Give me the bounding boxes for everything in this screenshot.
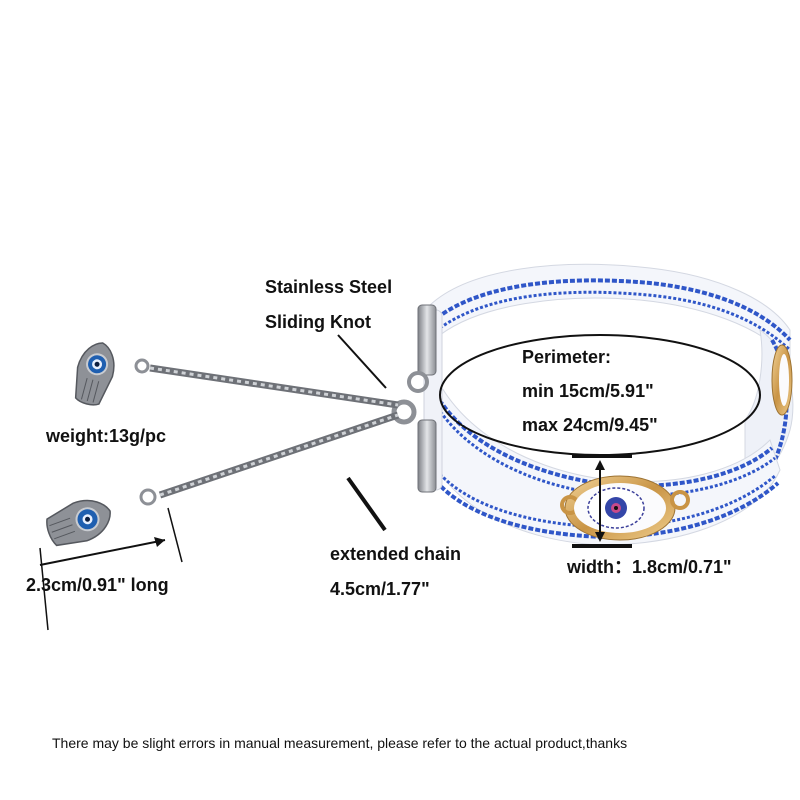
band-back [429,263,791,362]
hamsa-charm-lower [46,499,111,547]
chain-lower-highlight [159,413,399,497]
perimeter-title: Perimeter: [522,347,612,367]
chain-pointer [346,476,387,532]
disclaimer-text: There may be slight errors in manual mea… [52,735,628,751]
perimeter-min: min 15cm/5.91" [522,381,654,401]
evil-eye-connector [560,475,690,541]
charm-measure-tick-right [167,507,183,563]
knot-pointer [337,334,387,389]
knot-label-line1: Stainless Steel [265,277,393,297]
knot-ring-top [407,371,429,393]
knot-label-line2: Sliding Knot [265,312,371,332]
charm-length-label: 2.3cm/0.91" long [26,575,169,595]
annotations [39,334,761,631]
band-back-stripe-2 [439,290,792,352]
perimeter-max: max 24cm/9.45" [522,415,658,435]
clasp-bar-bottom [417,419,437,493]
weight-label: weight:13g/pc [46,426,167,446]
band-front [424,344,781,546]
knot-ring-bottom [391,399,417,425]
evil-eye-connector-back [771,344,793,416]
chain-upper [149,364,399,409]
extended-chains [134,358,400,506]
jump-ring-upper [134,358,150,374]
charm-measure-arrow [39,539,166,566]
clasp-bar-top [417,304,437,376]
chain-upper-highlight [149,366,399,407]
chain-label-line1: extended chain [330,544,462,564]
band-back-stripe-1 [435,278,792,342]
width-label: width：1.8cm/0.71" [567,557,732,577]
chain-label-line2: 4.5cm/1.77" [330,579,430,599]
jump-ring-lower [139,488,157,506]
hamsa-charm-upper [74,342,115,406]
charm-measure-tick-left [39,547,49,631]
sliding-knot [391,304,437,493]
